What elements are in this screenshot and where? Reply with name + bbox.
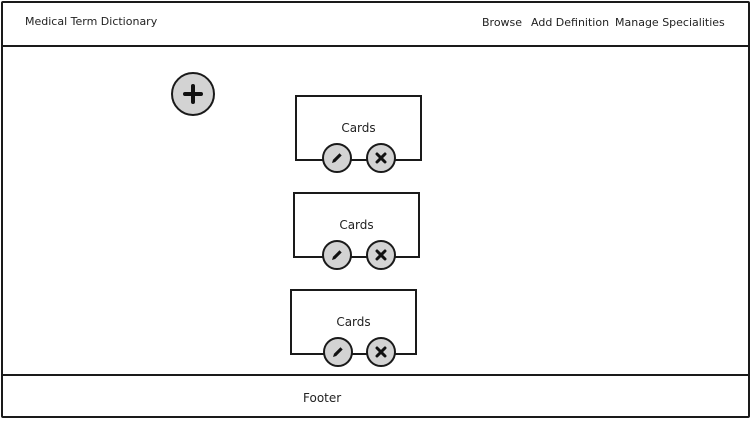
edit-button[interactable]: [322, 240, 352, 270]
card-title: Cards: [341, 121, 376, 135]
edit-button[interactable]: [323, 337, 353, 367]
delete-button[interactable]: [366, 143, 396, 173]
card-title: Cards: [336, 315, 371, 329]
app-title: Medical Term Dictionary: [25, 15, 158, 28]
app-footer: Footer: [1, 374, 750, 418]
pencil-icon: [333, 347, 343, 357]
card: Cards: [293, 192, 420, 258]
app-header: Medical Term Dictionary Browse Add Defin…: [1, 1, 750, 47]
footer-text: Footer: [303, 391, 342, 405]
add-card-button[interactable]: [171, 72, 215, 116]
nav-add-definition[interactable]: Add Definition: [531, 16, 610, 29]
close-icon: [375, 346, 387, 358]
close-icon: [375, 249, 387, 261]
pencil-icon: [332, 250, 342, 260]
card-title: Cards: [339, 218, 374, 232]
close-icon: [375, 152, 387, 164]
delete-button[interactable]: [366, 337, 396, 367]
delete-button[interactable]: [366, 240, 396, 270]
nav-manage-specialities[interactable]: Manage Specialities: [615, 16, 725, 29]
pencil-icon: [332, 153, 342, 163]
card: Cards: [295, 95, 422, 161]
nav-browse[interactable]: Browse: [482, 16, 523, 29]
card: Cards: [290, 289, 417, 355]
plus-icon: [183, 84, 203, 104]
edit-button[interactable]: [322, 143, 352, 173]
